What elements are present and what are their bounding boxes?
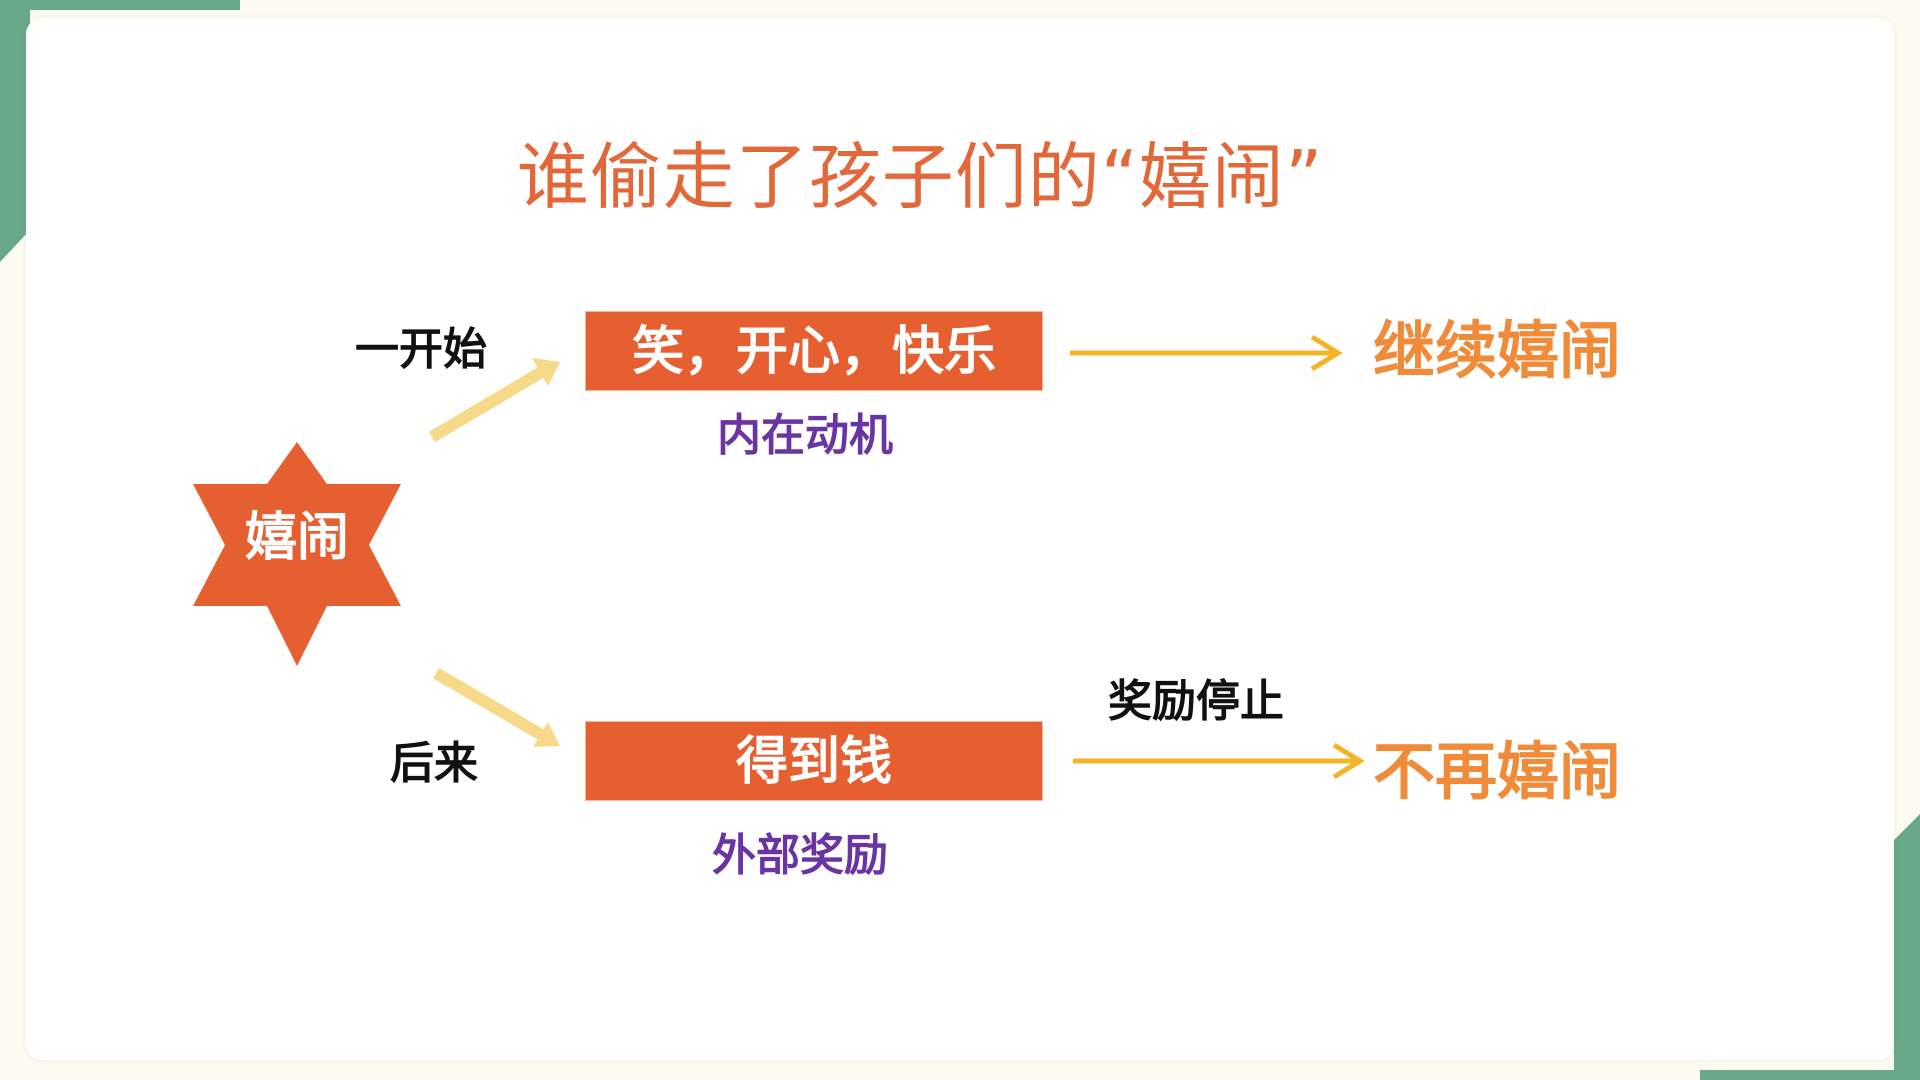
slide-title: 谁偷走了孩子们的“嬉闹” (516, 135, 1324, 219)
center-star-shape (193, 442, 401, 666)
corner-decoration-bottom-right (1700, 814, 1920, 1080)
result-arrow-top (1070, 334, 1343, 372)
bottom-branch-result: 不再嬉闹 (1373, 735, 1622, 808)
bottom-branch-box-text: 得到钱 (735, 732, 892, 792)
branch-arrow-up (428, 358, 560, 443)
bottom-branch-label: 后来 (390, 738, 478, 789)
top-branch-caption: 内在动机 (717, 410, 893, 461)
top-branch-result: 继续嬉闹 (1373, 314, 1622, 387)
result-arrow-bottom (1073, 742, 1365, 780)
bottom-branch-caption: 外部奖励 (712, 830, 888, 881)
top-branch-box-text: 笑，开心，快乐 (631, 322, 996, 382)
corner-decoration-top-left (0, 0, 240, 262)
top-branch-box: 笑，开心，快乐 (585, 311, 1043, 391)
branch-arrow-down (432, 667, 560, 747)
bottom-arrow-label: 奖励停止 (1108, 676, 1284, 727)
bottom-branch-box: 得到钱 (585, 721, 1043, 801)
top-branch-label: 一开始 (355, 324, 487, 375)
center-node-label: 嬉闹 (244, 508, 349, 568)
